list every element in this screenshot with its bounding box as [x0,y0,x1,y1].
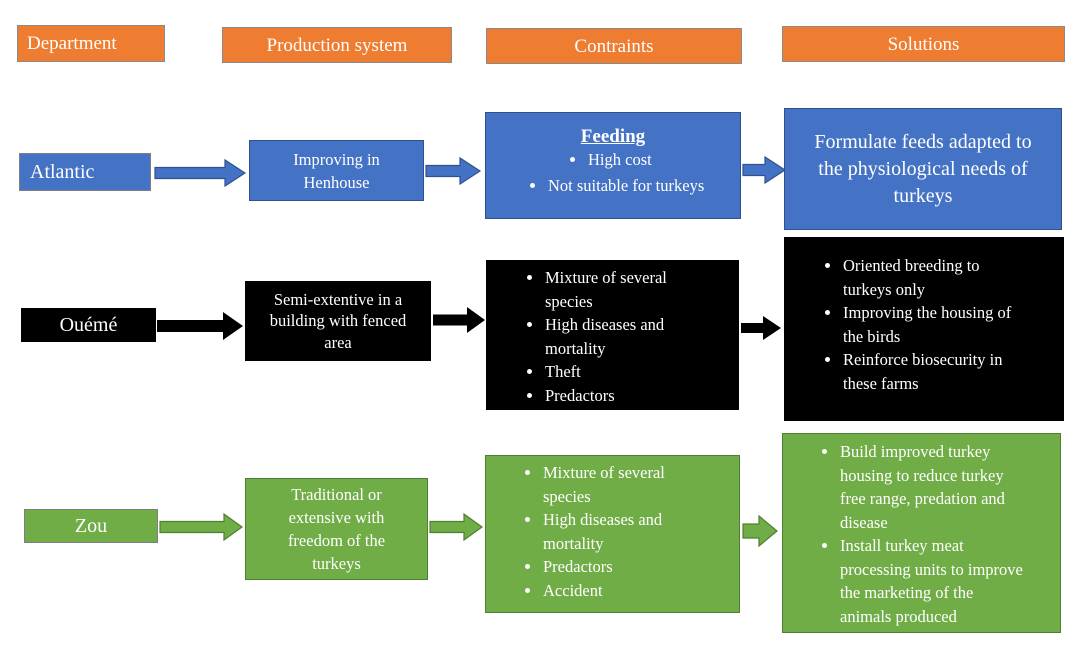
prod-oueme-line-1: Semi-extentive in a [273,289,403,309]
solution-oueme-1-line-1: Oriented breeding to [843,256,980,275]
constraints-oueme: Mixture of several species High diseases … [486,260,739,410]
solution-zou-2-line-4: animals produced [840,606,957,626]
solution-oueme-2-line-2: the birds [843,326,901,346]
constraint-zou-1-line-1: Mixture of several [543,463,665,482]
constraint-oueme-2: High diseases and mortality [521,313,738,360]
prod-atlantic-line-1: Improving in [293,149,380,169]
arrow-atlantic-2 [425,156,482,186]
dept-oueme-label: Ouémé [59,313,118,336]
arrow-zou-2 [429,512,484,542]
constraint-zou-3: Predactors [519,555,739,579]
constraint-zou-4: Accident [519,579,739,603]
header-production-system-label: Production system [266,34,408,56]
constraint-oueme-2-line-1: High diseases and [545,315,665,334]
prod-zou: Traditional or extensive with freedom of… [245,478,428,580]
constraint-oueme-2-line-2: mortality [545,338,606,358]
solution-zou-1-line-2: housing to reduce turkey [840,465,1004,485]
solution-atlantic-line-1: Formulate feeds adapted to [814,130,1032,153]
solution-oueme-3: Reinforce biosecurity in these farms [819,348,1063,395]
header-solutions: Solutions [782,26,1065,62]
arrow-atlantic-1 [154,158,247,188]
solutions-oueme-list: Oriented breeding to turkeys only Improvi… [819,254,1063,395]
solution-oueme-2: Improving the housing of the birds [819,301,1063,348]
dept-oueme: Ouémé [21,308,156,342]
solution-oueme-3-line-1: Reinforce biosecurity in [843,350,1003,369]
constraint-zou-1: Mixture of several species [519,461,739,508]
solution-oueme-3-line-2: these farms [843,373,919,393]
solution-zou-2-line-2: processing units to improve [840,559,1023,579]
solution-zou-1: Build improved turkey housing to reduce t… [816,440,1060,534]
constraints-zou: Mixture of several species High diseases … [485,455,740,613]
constraints-oueme-list: Mixture of several species High diseases … [521,266,738,407]
arrow-oueme-3 [741,316,781,340]
solution-atlantic: Formulate feeds adapted to the physiolog… [784,108,1062,230]
constraint-oueme-1-line-1: Mixture of several [545,268,667,287]
constraints-atlantic-list: High cost Not suitable for turkeys [486,148,740,197]
solution-oueme: Oriented breeding to turkeys only Improvi… [784,237,1064,421]
prod-oueme: Semi-extentive in a building with fenced… [245,281,431,361]
prod-oueme-line-3: area [324,332,352,352]
constraint-oueme-3: Theft [521,360,738,384]
solution-zou-2-line-1: Install turkey meat [840,536,964,555]
solution-oueme-2-line-1: Improving the housing of [843,303,1012,322]
arrow-atlantic-3 [742,155,787,185]
prod-zou-line-1: Traditional or [291,485,382,504]
prod-zou-line-2: extensive with [288,508,385,527]
arrow-oueme-1 [157,312,243,340]
constraints-atlantic-title-wrap: Feeding [486,125,740,148]
solution-zou-2-line-3: the marketing of the [840,583,974,602]
constraint-zou-2-line-2: mortality [543,533,604,553]
dept-zou-label: Zou [74,514,108,537]
solution-atlantic-line-2: the physiological needs of [818,157,1028,180]
solution-zou-1-line-1: Build improved turkey [840,442,991,461]
solution-zou-2: Install turkey meat processing units to i… [816,534,1060,628]
constraints-atlantic-title: Feeding [580,126,646,147]
header-solutions-label: Solutions [887,33,960,55]
prod-zou-line-3: freedom of the [287,531,386,550]
header-department-label: Department [27,33,117,54]
dept-zou: Zou [24,509,158,543]
constraint-zou-2-line-1: High diseases and [543,510,663,529]
prod-atlantic-line-2: Henhouse [303,172,370,192]
constraint-atlantic-1: High cost [564,148,740,172]
arrow-zou-1 [159,512,244,542]
header-department: Department [17,25,165,62]
solution-oueme-1: Oriented breeding to turkeys only [819,254,1063,301]
header-constraints: Contraints [486,28,742,64]
constraint-zou-2: High diseases and mortality [519,508,739,555]
constraints-zou-list: Mixture of several species High diseases … [519,461,739,602]
solution-oueme-1-line-2: turkeys only [843,279,926,299]
solution-zou: Build improved turkey housing to reduce t… [782,433,1061,633]
prod-oueme-line-2: building with fenced [269,311,407,331]
solution-zou-1-line-3: free range, predation and [840,489,1005,508]
constraint-zou-1-line-2: species [543,486,591,506]
constraint-atlantic-2: Not suitable for turkeys [524,174,740,198]
prod-zou-line-4: turkeys [312,554,361,573]
constraints-atlantic: Feeding High cost Not suitable for turke… [485,112,741,219]
arrow-oueme-2 [433,307,485,333]
header-production-system: Production system [222,27,452,63]
solution-zou-1-line-4: disease [840,512,888,532]
prod-atlantic: Improving in Henhouse [249,140,424,201]
constraint-oueme-1-line-2: species [545,291,593,311]
dept-atlantic-label: Atlantic [30,160,95,183]
solution-atlantic-line-3: turkeys [893,184,953,207]
constraint-oueme-1: Mixture of several species [521,266,738,313]
dept-atlantic: Atlantic [19,153,151,191]
constraint-oueme-4: Predactors [521,384,738,408]
solutions-zou-list: Build improved turkey housing to reduce t… [816,440,1060,628]
arrow-zou-3 [742,514,778,548]
header-constraints-label: Contraints [574,35,654,57]
